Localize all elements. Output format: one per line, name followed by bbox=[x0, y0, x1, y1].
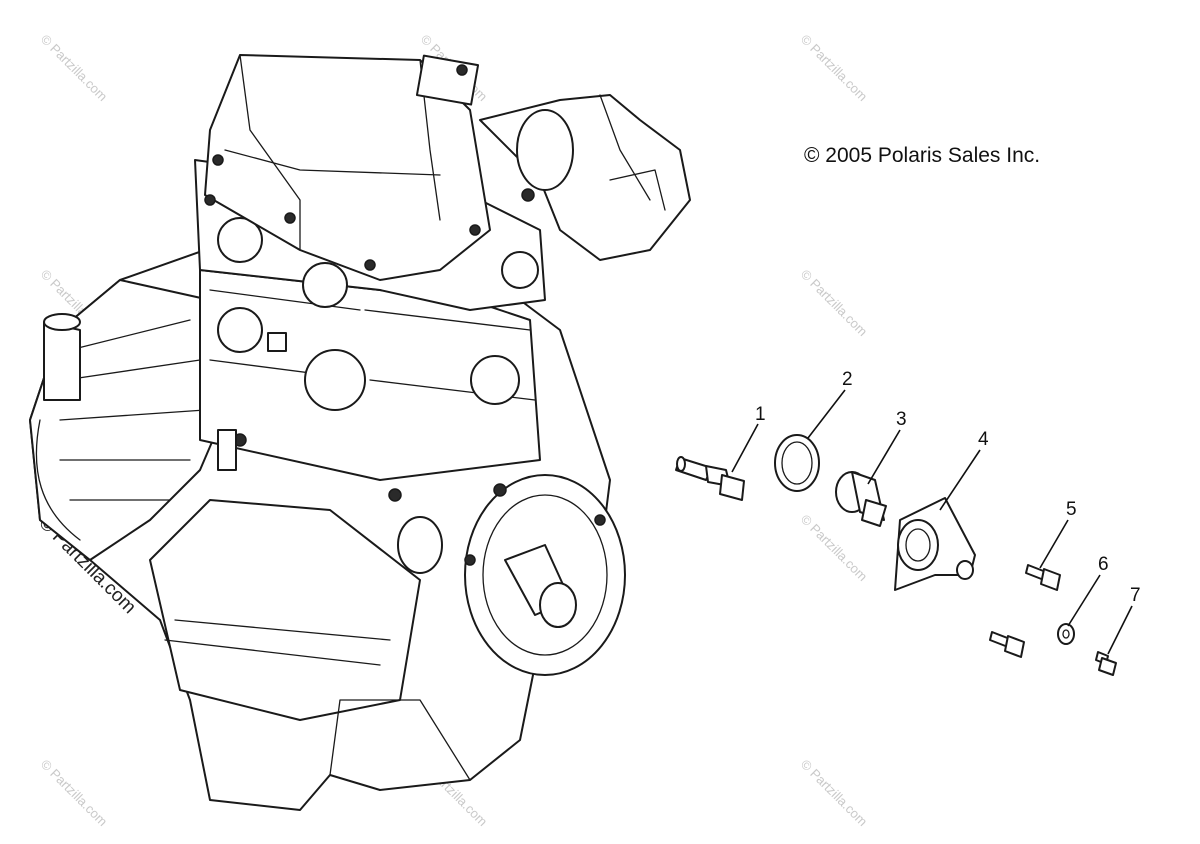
callout-number-6: 6 bbox=[1098, 554, 1109, 575]
part-thermostat bbox=[835, 471, 887, 527]
callout-number-4: 4 bbox=[978, 429, 989, 450]
watermark-text: © Partzilla.com bbox=[798, 757, 871, 830]
callout-leaders bbox=[731, 389, 1133, 655]
part-thermostat-housing bbox=[894, 497, 976, 591]
part-bolt bbox=[1025, 564, 1061, 591]
callout-number-7: 7 bbox=[1130, 585, 1141, 606]
engine-assembly bbox=[29, 54, 691, 811]
callout-numbers: 1 2 3 4 5 6 7 bbox=[755, 369, 1141, 606]
part-bolt bbox=[1095, 651, 1117, 676]
engine-mount bbox=[149, 499, 421, 721]
water-outlet bbox=[43, 321, 81, 401]
callout-number-5: 5 bbox=[1066, 499, 1077, 520]
callout-number-2: 2 bbox=[842, 369, 853, 390]
watermark-text: © Partzilla.com bbox=[38, 32, 111, 105]
part-temperature-sensor bbox=[675, 456, 745, 501]
part-bolt bbox=[989, 631, 1025, 658]
watermark-text: © Partzilla.com bbox=[798, 512, 871, 585]
watermark-text: © Partzilla.com bbox=[38, 757, 111, 830]
copyright-notice: © 2005 Polaris Sales Inc. bbox=[804, 144, 1041, 167]
watermark-text: © Partzilla.com bbox=[798, 267, 871, 340]
callout-number-1: 1 bbox=[755, 404, 766, 425]
drive-flange bbox=[464, 474, 626, 676]
part-o-ring bbox=[774, 434, 820, 492]
part-washer bbox=[1057, 623, 1075, 645]
valve-cover bbox=[204, 54, 491, 281]
watermark-text: © Partzilla.com bbox=[798, 32, 871, 105]
callout-number-3: 3 bbox=[896, 409, 907, 430]
